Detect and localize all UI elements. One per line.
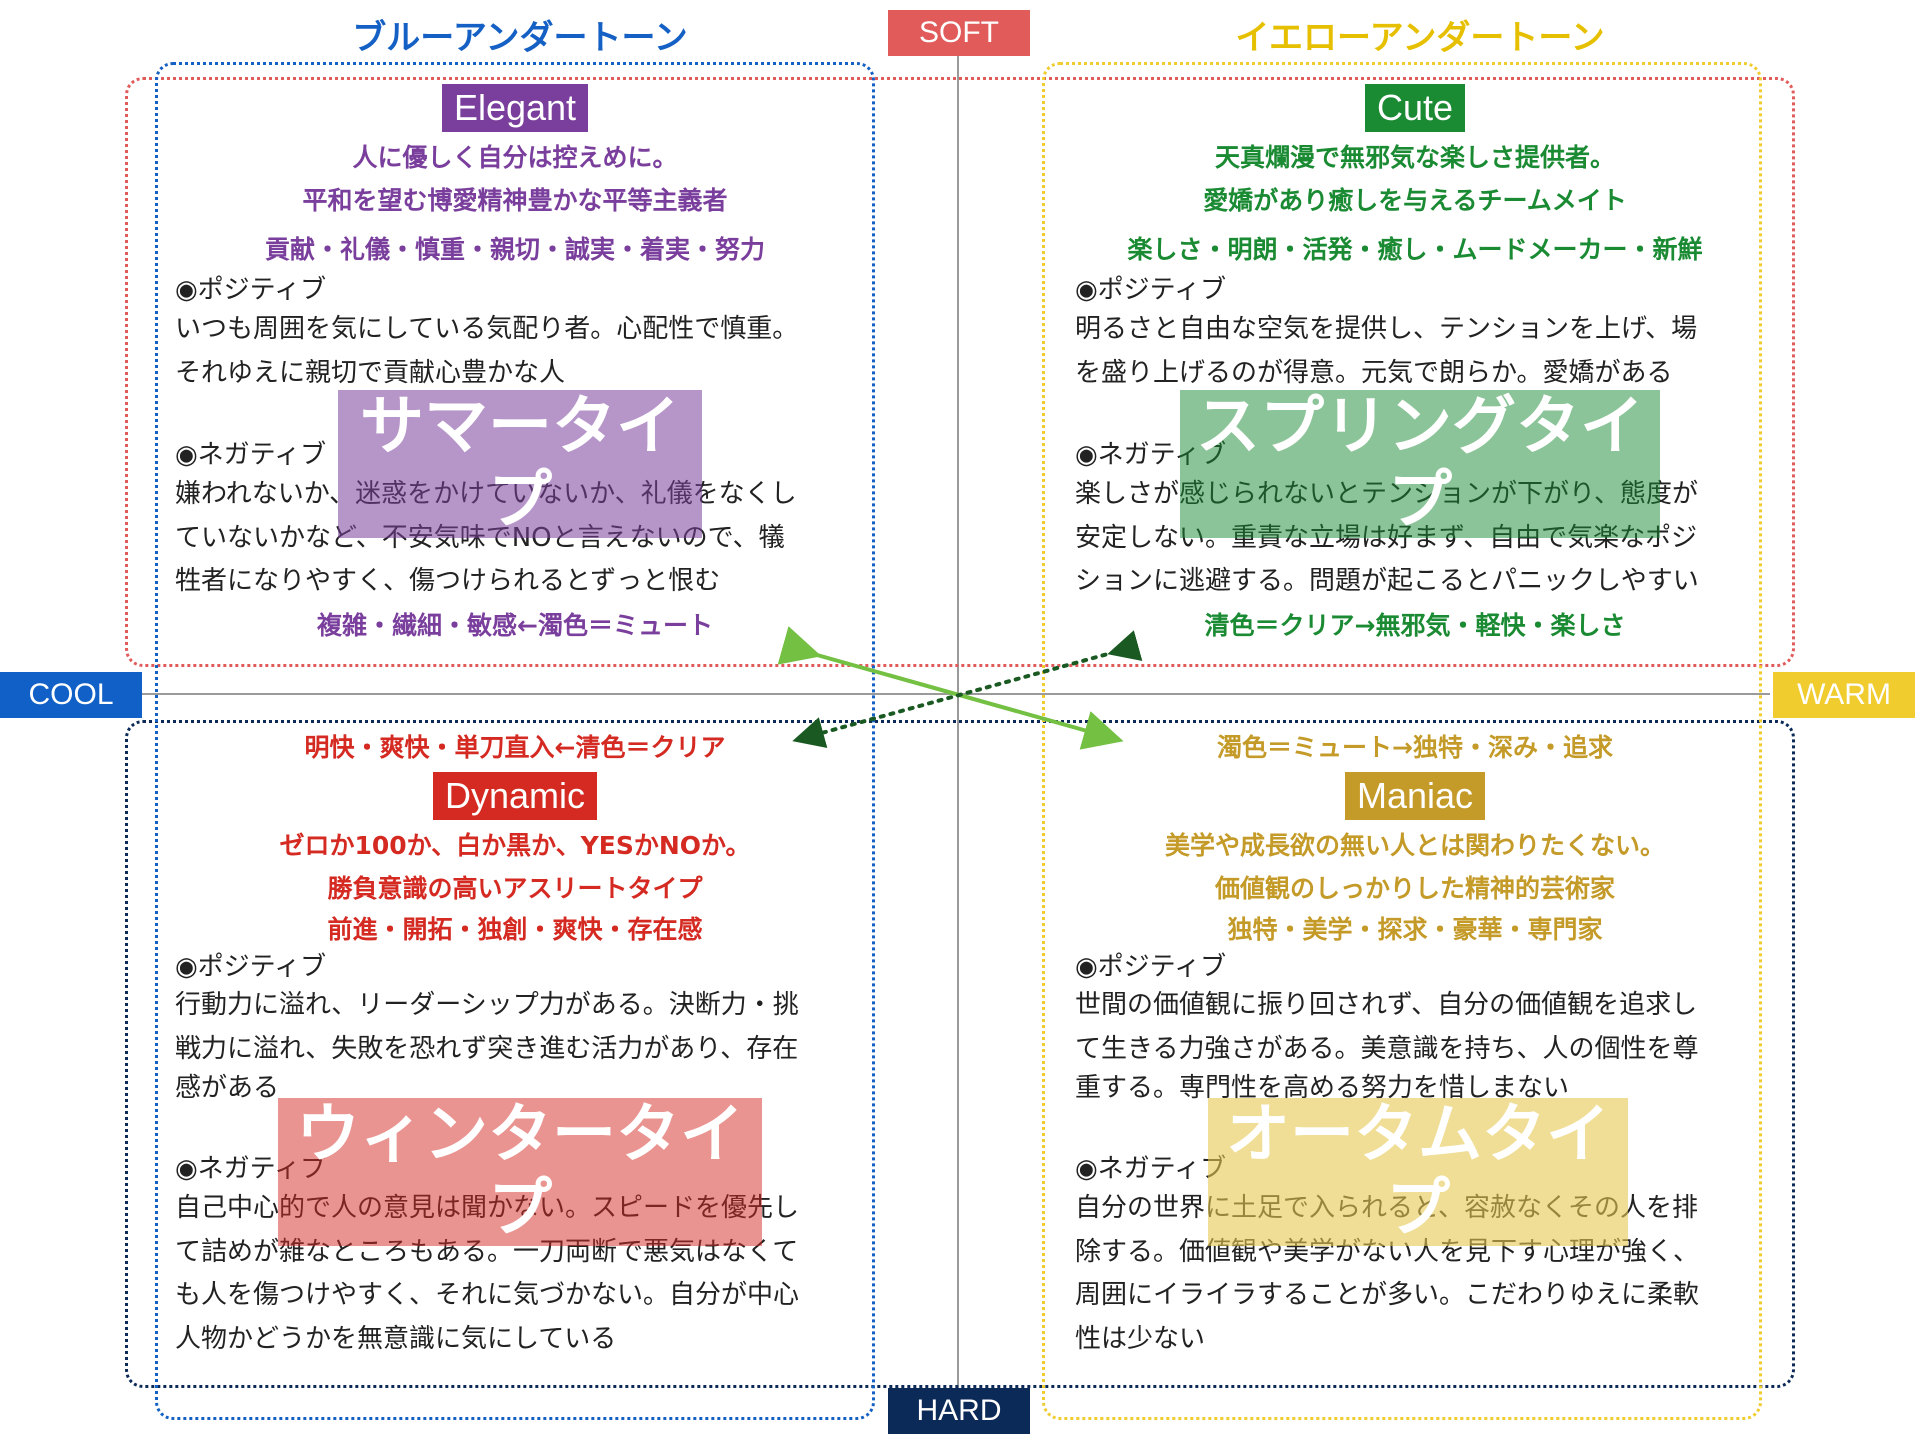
winter-negative-3: も人を傷つけやすく、それに気づかない。自分が中心 — [175, 1280, 800, 1310]
autumn-positive-label: ◉ポジティブ — [1075, 952, 1227, 982]
cool-label: COOL — [0, 672, 142, 718]
autumn-negative-label: ◉ネガティブ — [1075, 1154, 1227, 1184]
autumn-tag: Maniac — [1344, 772, 1486, 820]
autumn-positive-2: て生きる力強さがある。美意識を持ち、人の個性を尊 — [1075, 1033, 1699, 1064]
winter-line-1: ゼロか100か、白か黒か、YESかNOか。 — [279, 831, 751, 860]
summer-positive-1: いつも周囲を気にしている気配り者。心配性で慎重。 — [175, 314, 799, 344]
spring-line-1: 天真爛漫で無邪気な楽しさ提供者。 — [1214, 143, 1615, 172]
hard-label: HARD — [888, 1388, 1030, 1434]
blue-undertone-title: ブルーアンダートーン — [352, 18, 688, 58]
autumn-positive-1: 世間の価値観に振り回されず、自分の価値観を追求し — [1075, 990, 1698, 1020]
summer-tag: Elegant — [441, 84, 589, 132]
winter-tag: Dynamic — [432, 772, 598, 820]
spring-keywords: 楽しさ・明朗・活発・癒し・ムードメーカー・新鮮 — [1127, 235, 1703, 264]
summer-negative-label: ◉ネガティブ — [175, 440, 327, 470]
winter-positive-2: 戦力に溢れ、失敗を恐れず突き進む活力があり、存在 — [175, 1033, 799, 1064]
summer-transition: 複雑・繊細・敏感←濁色＝ミュート — [317, 610, 713, 640]
spring-positive-1: 明るさと自由な空気を提供し、テンションを上げ、場 — [1075, 314, 1698, 344]
autumn-transition: 濁色＝ミュート→独特・深み・追求 — [1217, 733, 1613, 762]
winter-positive-3: 感がある — [175, 1073, 280, 1103]
summer-negative-3: 牲者になりやすく、傷つけられるとずっと恨む — [175, 566, 721, 596]
summer-line-2: 平和を望む博愛精神豊かな平等主義者 — [302, 186, 728, 215]
winter-transition: 明快・爽快・単刀直入←清色＝クリア — [304, 733, 726, 762]
arrow-spring-to-winter — [792, 630, 1143, 749]
winter-keywords: 前進・開拓・独創・爽快・存在感 — [327, 915, 703, 944]
autumn-type-name: オータムタイプ — [1208, 1098, 1628, 1246]
spring-line-2: 愛嬌があり癒しを与えるチームメイト — [1203, 186, 1627, 215]
autumn-keywords: 独特・美学・探求・豪華・専門家 — [1227, 915, 1603, 944]
summer-type-name: サマータイプ — [338, 390, 702, 538]
spring-transition: 清色＝クリア→無邪気・軽快・楽しさ — [1204, 610, 1626, 640]
spring-negative-3: ションに逃避する。問題が起こるとパニックしやすい — [1075, 566, 1699, 596]
autumn-negative-4: 性は少ない — [1075, 1323, 1206, 1354]
spring-quadrant: Cute 天真爛漫で無邪気な楽しさ提供者。 愛嬌があり癒しを与えるチームメイト … — [1055, 84, 1775, 648]
winter-type-name: ウィンタータイプ — [278, 1098, 762, 1246]
summer-keywords: 貢献・礼儀・慎重・親切・誠実・着実・努力 — [264, 235, 765, 264]
autumn-line-1: 美学や成長欲の無い人とは関わりたくない。 — [1164, 831, 1665, 860]
winter-positive-label: ◉ポジティブ — [175, 952, 327, 982]
spring-positive-label: ◉ポジティブ — [1075, 275, 1227, 305]
spring-positive-2: を盛り上げるのが得意。元気で朗らか。愛嬌がある — [1075, 357, 1673, 388]
autumn-line-2: 価値観のしっかりした精神的芸術家 — [1214, 874, 1615, 903]
summer-positive-2: それゆえに親切で貢献心豊かな人 — [175, 357, 566, 388]
summer-line-1: 人に優しく自分は控えめに。 — [352, 143, 678, 172]
winter-positive-1: 行動力に溢れ、リーダーシップ力がある。決断力・挑 — [175, 990, 799, 1020]
summer-positive-label: ◉ポジティブ — [175, 275, 327, 305]
spring-type-name: スプリングタイプ — [1180, 390, 1660, 538]
spring-tag: Cute — [1364, 84, 1466, 132]
warm-label: WARM — [1773, 672, 1915, 718]
soft-label: SOFT — [888, 10, 1030, 56]
winter-negative-4: 人物かどうかを無意識に気にしている — [175, 1323, 617, 1354]
autumn-negative-3: 周囲にイライラすることが多い。こだわりゆえに柔軟 — [1075, 1280, 1700, 1310]
yellow-undertone-title: イエローアンダートーン — [1235, 18, 1605, 58]
winter-line-2: 勝負意識の高いアスリートタイプ — [327, 874, 703, 903]
